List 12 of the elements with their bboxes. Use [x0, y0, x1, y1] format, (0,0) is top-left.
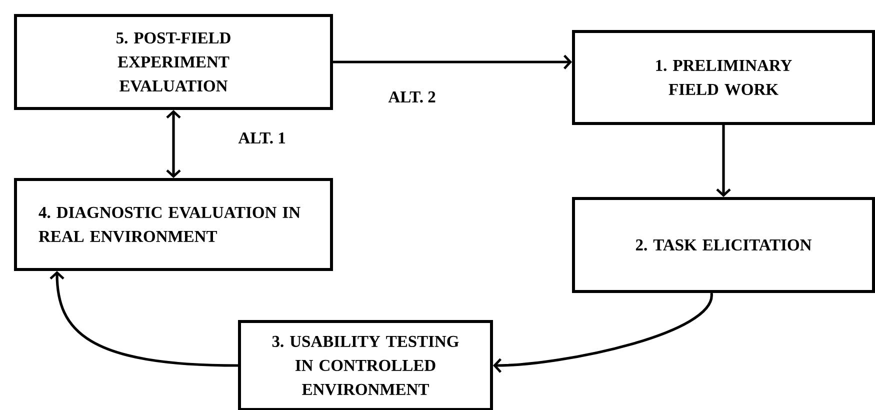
edge-label: ALT. 2	[388, 91, 436, 103]
arrow	[50, 271, 238, 367]
arrow	[166, 110, 181, 178]
process-box: 3. USABILITY TESTING IN CONTROLLED ENVIRONMENT	[238, 320, 493, 410]
process-box: 1. PRELIMINARY FIELD WORK	[572, 30, 875, 125]
arrow	[333, 54, 572, 70]
arrow	[716, 125, 731, 197]
arrow	[493, 292, 713, 373]
edge-label: ALT. 1	[238, 132, 286, 144]
process-box: 5. POST-FIELD EXPERIMENT EVALUATION	[14, 14, 333, 110]
process-box: 4. DIAGNOSTIC EVALUATION IN REAL ENVIRONMENT	[14, 178, 333, 271]
process-box: 2. TASK ELICITATION	[572, 197, 875, 293]
